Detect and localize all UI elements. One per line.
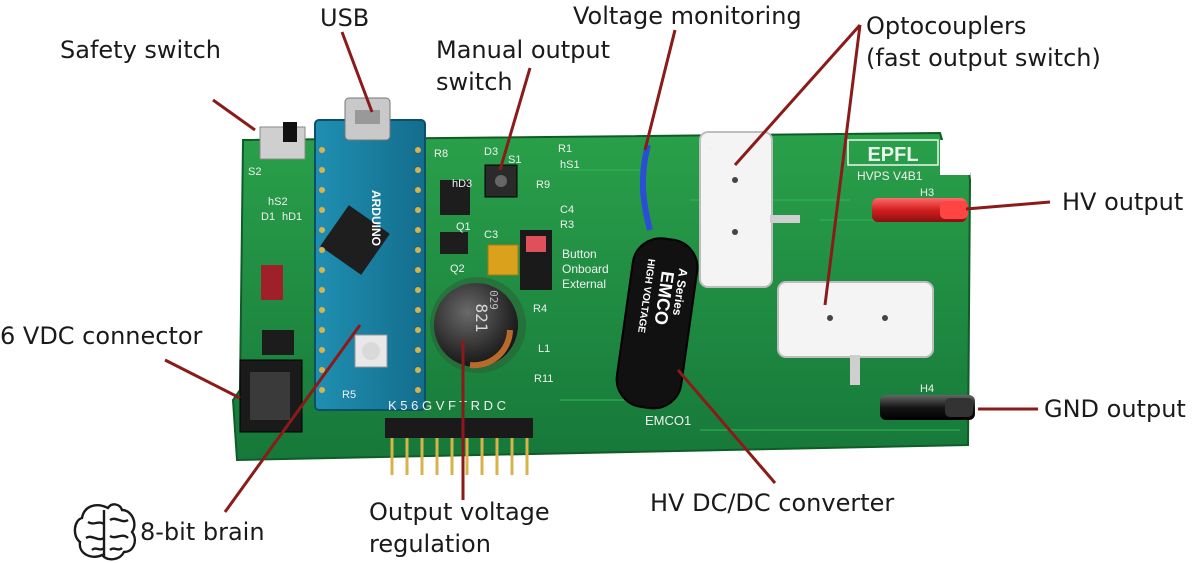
leader-hv-converter <box>676 369 777 484</box>
transistor-q1 <box>440 232 468 254</box>
gnd-output-terminal <box>880 395 975 420</box>
hv-output-terminal <box>872 198 968 222</box>
leader-manual-switch <box>498 67 532 171</box>
silk-ref: H3 <box>920 187 934 199</box>
vdc-connector <box>239 359 303 433</box>
silk-ref: R11 <box>534 373 553 385</box>
jumper-label-external: External <box>562 277 606 291</box>
silk-ref: R4 <box>533 303 547 315</box>
voltage-regulator-chip <box>262 330 294 355</box>
silk-ref: S2 <box>248 166 261 178</box>
manual-output-switch-body <box>484 164 518 198</box>
label-output-voltage-regulation-line-2: regulation <box>369 530 491 558</box>
leader-lines <box>164 24 1051 513</box>
label-optocouplers: Optocouplers (fast output switch) <box>866 10 1101 74</box>
red-component <box>261 265 283 300</box>
label-optocouplers-line-2: (fast output switch) <box>866 44 1101 72</box>
emco-series: A Series <box>670 267 691 316</box>
inductor-text-2: 029 <box>487 290 500 310</box>
label-output-voltage-regulation-line-1: Output voltage <box>369 498 550 526</box>
label-manual-output-switch-line-2: switch <box>436 68 513 96</box>
epfl-logo: EPFL <box>847 139 939 166</box>
inductor-text-1: 821 <box>472 304 491 333</box>
pin-header: K 5 6 G V F T R D C <box>385 398 533 475</box>
emco-ref: EMCO1 <box>645 413 691 428</box>
epfl-text: EPFL <box>867 144 918 166</box>
silk-ref: R3 <box>560 219 574 231</box>
silk-ref: Q2 <box>450 263 465 275</box>
leader-voltage-monitoring <box>643 29 677 151</box>
label-usb: USB <box>320 4 370 32</box>
silk-ref: Q <box>705 139 714 151</box>
jumper-label-onboard: Onboard <box>562 262 609 276</box>
label-voltage-monitoring: Voltage monitoring <box>573 2 802 30</box>
silk-ref: C4 <box>560 204 574 216</box>
leader-brain <box>223 324 362 513</box>
header-pin-labels: K 5 6 G V F T R D C <box>388 398 506 413</box>
arduino-micro: ARDUINO <box>314 97 426 411</box>
leader-optocoupler-1 <box>733 24 862 166</box>
safety-switch <box>259 122 306 160</box>
label-eight-bit-brain: 8-bit brain <box>140 518 265 546</box>
leader-vdc-connector <box>164 358 241 400</box>
label-output-voltage-regulation: Output voltage regulation <box>369 496 550 560</box>
leader-optocoupler-2 <box>823 24 862 306</box>
silk-ref: D3 <box>484 146 498 158</box>
silk-ref: R9 <box>536 179 550 191</box>
jumper-label-button: Button <box>562 247 597 261</box>
silk-ref: R1 <box>558 143 572 155</box>
leader-hv-output <box>965 200 1051 211</box>
label-gnd-output: GND output <box>1044 395 1186 423</box>
label-hv-dcdc-converter: HV DC/DC converter <box>650 489 895 517</box>
inductor: 821 029 <box>430 277 526 373</box>
silk-ref: C3 <box>484 229 498 241</box>
optocoupler-1 <box>699 131 800 288</box>
leader-usb <box>340 31 374 113</box>
board-revision: HVPS V4B1 <box>857 169 923 183</box>
leader-safety-switch <box>212 98 256 132</box>
silk-ref: hS2 <box>268 196 288 208</box>
silk-ref: L1 <box>538 343 550 355</box>
voltage-monitoring-wire <box>639 144 653 231</box>
silk-ref: S1 <box>508 154 521 166</box>
silk-ref: Q1 <box>456 221 471 233</box>
silk-ref: D1 <box>261 211 275 223</box>
brain-icon <box>73 503 136 561</box>
silk-ref: H4 <box>920 383 934 395</box>
label-hv-output: HV output <box>1062 188 1184 216</box>
label-vdc-connector: 6 VDC connector <box>0 322 203 350</box>
silk-ref: R5 <box>342 389 356 401</box>
ic-chip <box>440 180 470 215</box>
arduino-silkscreen: ARDUINO <box>369 190 383 246</box>
microcontroller-chip <box>320 205 390 275</box>
optocoupler-2 <box>777 281 934 385</box>
emco-module: EMCO HIGH VOLTAGE A Series <box>615 237 699 410</box>
silk-ref: hD1 <box>282 211 302 223</box>
label-manual-output-switch: Manual output switch <box>436 34 610 98</box>
label-optocouplers-line-1: Optocouplers <box>866 12 1027 40</box>
label-safety-switch: Safety switch <box>60 36 222 64</box>
silk-ref: R8 <box>434 148 448 160</box>
label-manual-output-switch-line-1: Manual output <box>436 36 610 64</box>
tantalum-capacitor <box>487 244 519 276</box>
silk-ref: hD3 <box>452 178 472 190</box>
silk-ref: hS1 <box>560 159 580 171</box>
